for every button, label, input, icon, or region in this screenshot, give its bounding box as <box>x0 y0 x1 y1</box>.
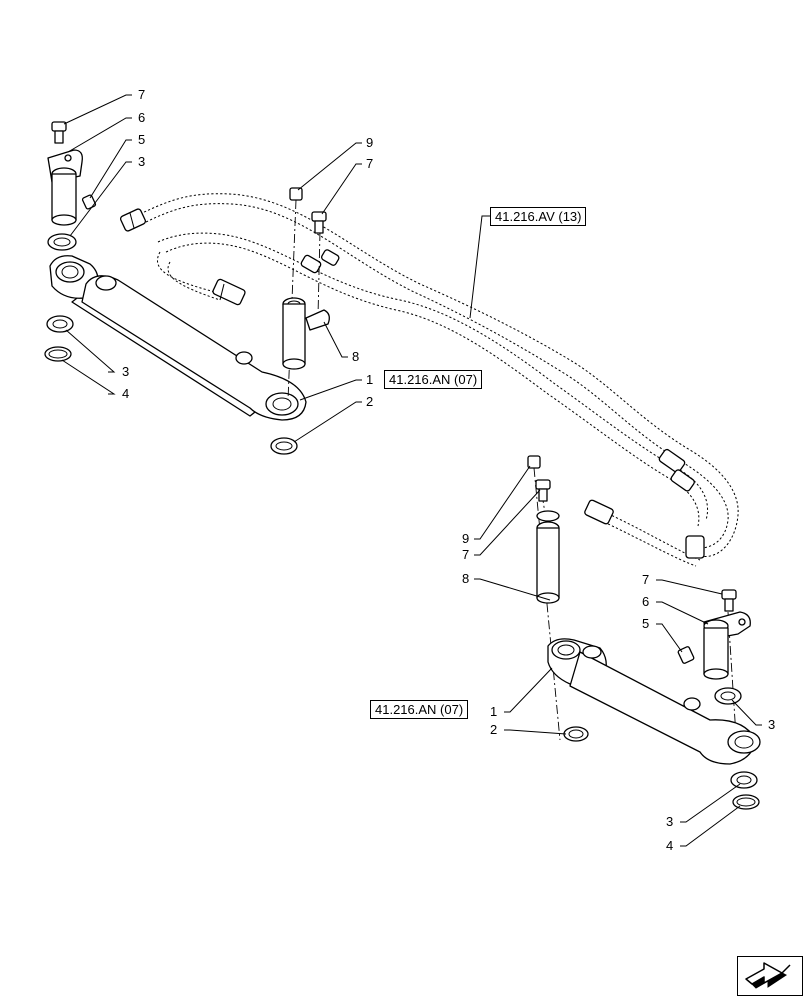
ring-left-lower <box>44 346 72 362</box>
pin-center <box>282 297 330 370</box>
nipple-center <box>289 187 303 201</box>
callout-left-ring-lower: 4 <box>122 386 129 401</box>
washer-left <box>270 437 298 455</box>
hose-fittings <box>119 208 705 559</box>
hose-fitting <box>212 278 246 306</box>
cylinder-left <box>49 255 307 421</box>
callout-right-bolt-b: 7 <box>642 572 649 587</box>
callout-right-bolt-a: 7 <box>462 547 469 562</box>
callout-left-washer: 2 <box>366 394 373 409</box>
callout-left-ring-bottom: 3 <box>122 364 129 379</box>
callout-center-pin: 8 <box>352 349 359 364</box>
hose-fitting <box>300 254 322 274</box>
callout-right-ring-lower: 4 <box>666 838 673 853</box>
callout-right-pin-plate: 6 <box>642 594 649 609</box>
hose-fitting <box>658 448 686 474</box>
grease-fitting-left <box>81 194 97 210</box>
callout-left-ring-top: 3 <box>138 154 145 169</box>
callout-left-cylinder: 1 <box>366 372 373 387</box>
center-pin-group <box>282 187 330 401</box>
hose-reference-link[interactable]: 41.216.AV (13) <box>490 207 587 226</box>
nipple-right <box>527 455 541 469</box>
pin-plate-left <box>47 149 83 226</box>
bolt-right-b <box>721 589 737 612</box>
bolt-right-a <box>535 479 551 502</box>
left-cylinder-reference-link[interactable]: 41.216.AN (07) <box>384 370 483 389</box>
left-cylinder-group <box>44 121 307 455</box>
ring-left-bottom <box>46 315 74 333</box>
callout-center-nipple: 9 <box>366 135 373 150</box>
hose-fitting <box>670 469 695 492</box>
callout-center-bolt: 7 <box>366 156 373 171</box>
hose-fitting <box>321 249 340 266</box>
callout-labels: 7 6 5 3 3 4 1 2 9 7 8 9 7 8 7 6 5 3 1 2 … <box>122 87 775 853</box>
callout-right-pin: 8 <box>462 571 469 586</box>
pin-plate-right <box>703 611 751 680</box>
callout-left-bolt: 7 <box>138 87 145 102</box>
callout-right-washer: 2 <box>490 722 497 737</box>
callout-right-grease-fitting: 5 <box>642 616 649 631</box>
leader-lines <box>61 94 762 847</box>
ring-right-bottom <box>730 771 758 789</box>
callout-left-pin-plate: 6 <box>138 110 145 125</box>
arrow-icon <box>745 962 791 989</box>
callout-left-grease-fitting: 5 <box>138 132 145 147</box>
ring-right-lower <box>732 794 760 810</box>
callout-right-ring-right: 3 <box>768 717 775 732</box>
callout-right-ring-bottom: 3 <box>666 814 673 829</box>
callout-right-cylinder: 1 <box>490 704 497 719</box>
grease-fitting-right <box>677 646 695 664</box>
hydraulic-hose-assembly <box>139 193 739 567</box>
right-cylinder-reference-link[interactable]: 41.216.AN (07) <box>370 700 469 719</box>
hose-fitting <box>685 535 705 559</box>
ring-right <box>714 687 742 705</box>
hose-fitting <box>584 499 614 525</box>
cylinder-right <box>547 638 761 765</box>
callout-right-nipple: 9 <box>462 531 469 546</box>
bolt-center <box>311 211 327 234</box>
right-cylinder-group <box>527 455 761 810</box>
hose-fitting <box>119 208 147 232</box>
ring-left-top <box>47 233 77 251</box>
washer-right <box>563 726 589 742</box>
next-page-button[interactable] <box>737 956 803 996</box>
bolt-left <box>51 121 67 144</box>
pin-right <box>536 510 560 604</box>
